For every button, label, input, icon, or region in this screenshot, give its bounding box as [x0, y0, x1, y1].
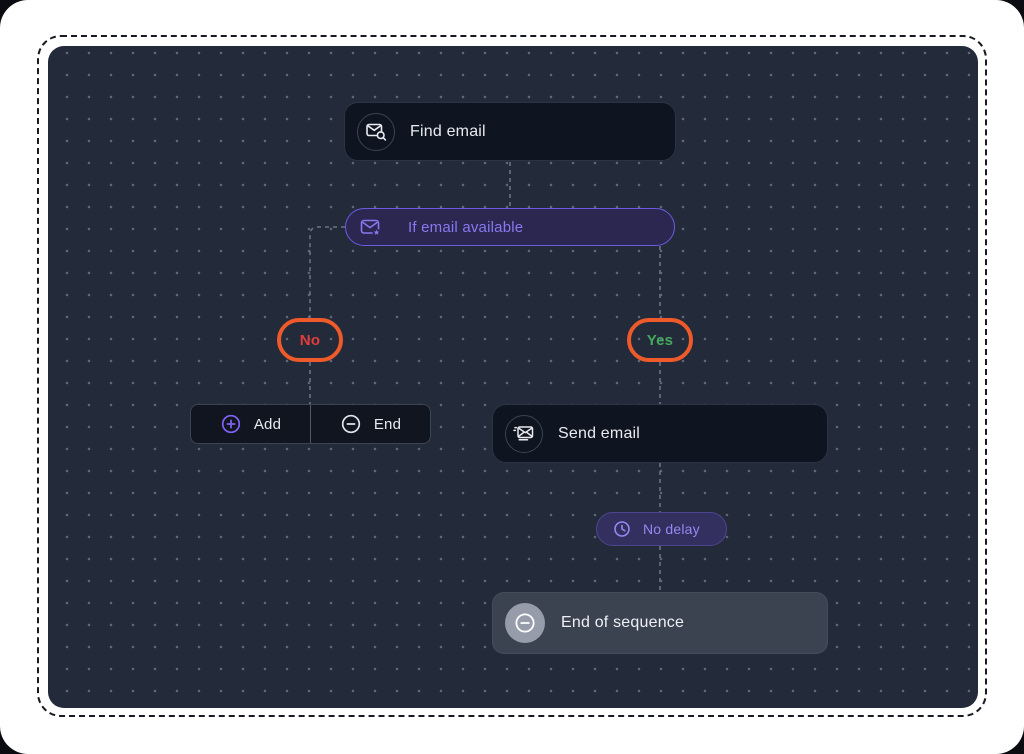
add-end-button-group: Add End: [190, 404, 431, 444]
connector-if-to-no: [309, 226, 345, 318]
node-label: Find email: [410, 122, 486, 140]
add-button-label: Add: [253, 415, 282, 433]
end-button-label: End: [373, 415, 402, 433]
email-search-icon: [357, 112, 395, 151]
dashed-border-frame: [37, 35, 987, 717]
condition-label: If email available: [408, 218, 524, 236]
no-label: No: [299, 331, 321, 349]
node-end-of-sequence[interactable]: End of sequence: [492, 592, 828, 654]
node-no-delay[interactable]: No delay: [596, 512, 727, 546]
email-send-icon: [505, 414, 543, 453]
clock-icon: [613, 520, 631, 538]
minus-circle-icon: [505, 603, 545, 643]
button-divider: [310, 405, 311, 443]
node-if-email-available[interactable]: If email available: [345, 208, 675, 246]
end-button[interactable]: End: [311, 405, 430, 443]
node-send-email[interactable]: Send email: [492, 404, 828, 463]
workflow-canvas[interactable]: Find email If email available No Yes: [48, 46, 978, 708]
plus-circle-icon: [220, 413, 242, 435]
email-badge-icon: [360, 218, 382, 237]
node-label: Send email: [558, 424, 641, 442]
branch-label-no: No: [277, 318, 343, 362]
branch-label-yes: Yes: [627, 318, 693, 362]
delay-label: No delay: [643, 521, 700, 537]
node-find-email[interactable]: Find email: [344, 102, 676, 161]
minus-circle-icon: [340, 413, 362, 435]
node-label: End of sequence: [561, 614, 685, 631]
add-button[interactable]: Add: [191, 405, 310, 443]
yes-label: Yes: [646, 331, 674, 349]
